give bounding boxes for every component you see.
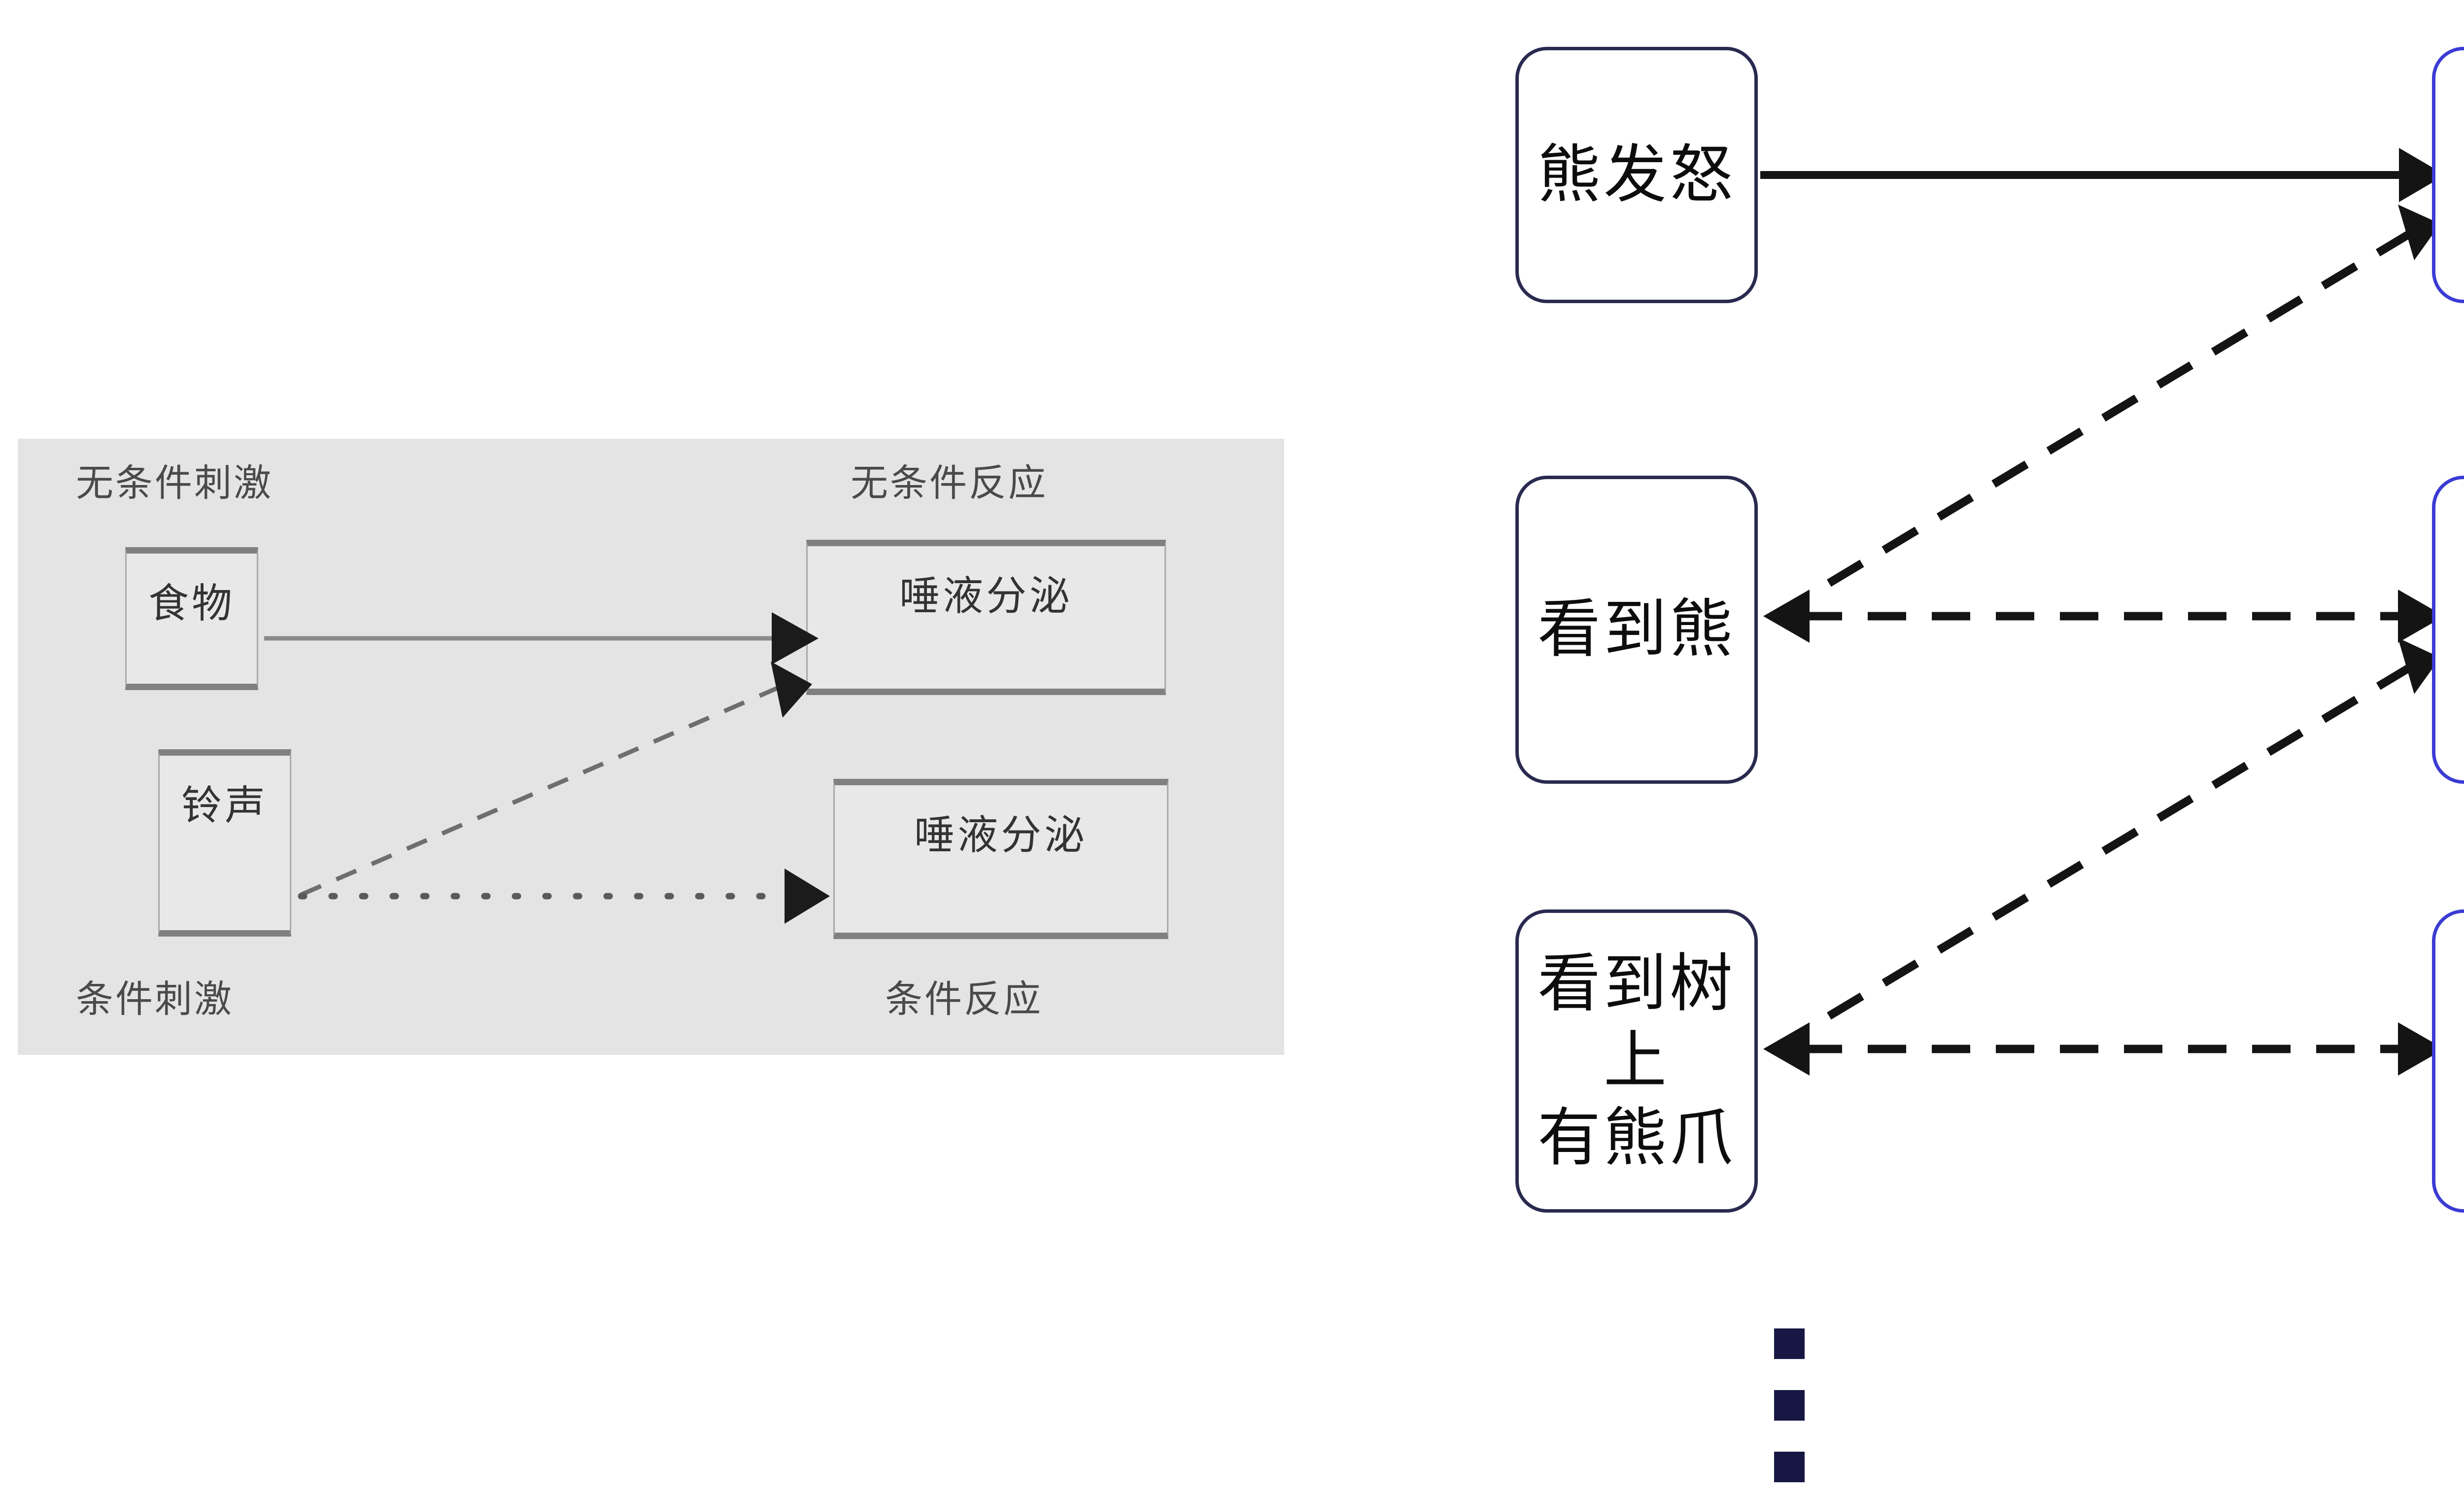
rl-arrow-see-bear-to-v-sprime — [1763, 590, 2444, 643]
rl-box-bear-angry: 熊发怒 — [1515, 47, 1758, 303]
ellipsis-dot-left-3 — [1774, 1452, 1805, 1482]
caption-unconditioned-stimulus: 无条件刺激 — [76, 462, 273, 504]
cc-arrow-bell-to-salivation-horizontal — [298, 869, 830, 924]
rl-box-value-s: V(s) — [2432, 909, 2464, 1213]
cc-arrow-food-to-salivation — [264, 612, 819, 664]
ellipsis-dot-left-1 — [1774, 1328, 1805, 1359]
cc-connector-layer — [264, 612, 830, 924]
cc-box-salivation-conditioned-label: 唾液分泌 — [914, 813, 1088, 858]
rl-box-bear-angry-label: 熊发怒 — [1537, 139, 1736, 210]
rl-box-see-bear-claw: 看到树上 有熊爪 — [1515, 909, 1758, 1213]
cc-box-food-label: 食物 — [148, 581, 235, 626]
rl-arrow-claw-to-v-sprime — [1772, 638, 2440, 1053]
caption-unconditioned-response: 无条件反应 — [851, 462, 1048, 504]
cc-box-salivation-unconditioned-label: 唾液分泌 — [899, 574, 1073, 619]
cc-arrow-bell-to-salivation-diagonal — [300, 662, 812, 897]
cc-box-salivation-unconditioned: 唾液分泌 — [806, 540, 1166, 695]
rl-box-reward: 奖励 — [2432, 47, 2464, 303]
rl-arrow-bear-angry-to-reward — [1760, 148, 2445, 202]
rl-arrow-see-bear-to-reward — [1772, 205, 2440, 620]
caption-conditioned-stimulus: 条件刺激 — [76, 978, 234, 1020]
rl-box-see-bear-claw-label: 看到树上 有熊爪 — [1537, 948, 1736, 1173]
cc-box-bell-label: 铃声 — [181, 783, 268, 828]
rl-box-see-bear-label: 看到熊 — [1537, 594, 1736, 665]
ellipsis-dot-left-2 — [1774, 1390, 1805, 1421]
rl-box-see-bear: 看到熊 — [1515, 476, 1758, 784]
cc-box-salivation-conditioned: 唾液分泌 — [833, 779, 1168, 939]
rl-arrow-claw-to-v-s — [1763, 1022, 2444, 1076]
classical-conditioning-panel: 无条件刺激 无条件反应 条件刺激 条件反应 食物 铃声 唾液分泌 唾液分泌 — [18, 439, 1284, 1055]
caption-conditioned-response: 条件反应 — [885, 978, 1043, 1020]
rl-box-value-s-prime: V(s′) — [2432, 476, 2464, 784]
cc-box-food: 食物 — [125, 547, 258, 690]
cc-box-bell: 铃声 — [158, 749, 291, 937]
